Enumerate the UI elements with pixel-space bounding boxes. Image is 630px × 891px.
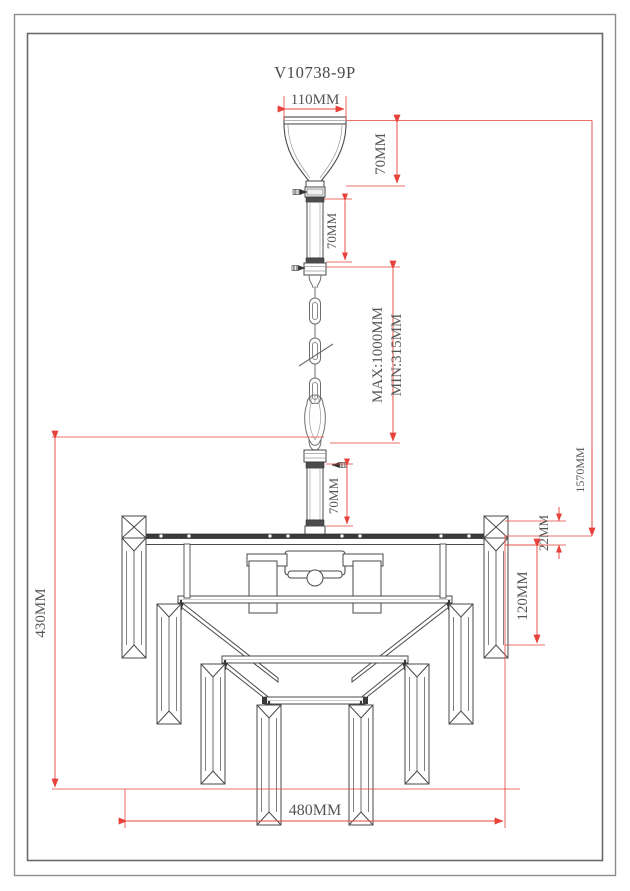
dimension-canopy-width: 110MM (277, 92, 347, 120)
crystal-prism-outer-right (483, 515, 509, 659)
frame-bar-fasteners (158, 533, 472, 539)
upper-stem-rod (292, 186, 326, 264)
dimension-tier-120mm: 120MM (505, 538, 545, 646)
dimension-label-480mm: 480MM (289, 802, 341, 819)
dimension-upper-rod: 70MM (324, 193, 352, 263)
lamp-holders (248, 560, 382, 614)
dimension-label-chain-min: MIN:315MM (389, 314, 405, 397)
crystal-prism-tier1-right (446, 600, 474, 725)
dimension-canopy-height: 70MM (346, 114, 592, 187)
dimension-label-120mm: 120MM (515, 571, 531, 620)
suspension-chain (298, 286, 334, 410)
dimension-chain: MAX:1000MM MIN:315MM (326, 260, 405, 444)
crystal-prism-tier2-left (200, 660, 228, 785)
set-screw-lower (331, 462, 347, 468)
dimension-overall-width-480mm: 480MM (118, 536, 506, 828)
tier-3-bar (262, 696, 368, 705)
set-screw-loop (291, 265, 306, 271)
upper-loop-fitting (291, 262, 327, 289)
crystal-prism-tier3-left (256, 701, 282, 826)
dimension-label-upper-rod-70mm: 70MM (324, 213, 339, 250)
dimension-label-1570mm: 1570MM (573, 447, 587, 493)
tier-1-hanger-rods (183, 543, 447, 599)
canopy-assembly (283, 116, 347, 188)
dimension-label-430mm: 430MM (33, 588, 49, 637)
tier-1-ring-bar (177, 595, 453, 604)
crystal-prism-tier2-right (402, 660, 430, 785)
break-symbol (298, 343, 334, 367)
dimension-overall-height: 1570MM (505, 120, 596, 537)
drawing-title: V10738-9P (274, 63, 356, 82)
hook-fitting (304, 394, 326, 451)
dimension-lower-rod: 70MM (326, 458, 353, 527)
sheet-frame-inner (26, 32, 604, 862)
crystal-prism-tier1-left (156, 600, 184, 725)
tier-2-bar (221, 655, 409, 664)
dimension-label-canopy-70mm: 70MM (373, 133, 389, 175)
dimension-label-chain-max: MAX:1000MM (370, 307, 386, 403)
crystal-prism-tier3-right (348, 701, 374, 826)
dimension-body-height-430mm: 430MM (33, 430, 520, 790)
dimension-label-22mm: 22MM (536, 515, 551, 552)
top-frame-bar (124, 533, 506, 545)
dimension-label-110mm: 110MM (291, 92, 340, 108)
dimension-top-plate-22mm: 22MM (505, 507, 566, 559)
set-screw-top (292, 189, 308, 195)
dimension-label-lower-rod-70mm: 70MM (326, 478, 341, 515)
sheet-frame-outer (13, 13, 617, 877)
crystal-prism-outer-left (121, 515, 147, 659)
